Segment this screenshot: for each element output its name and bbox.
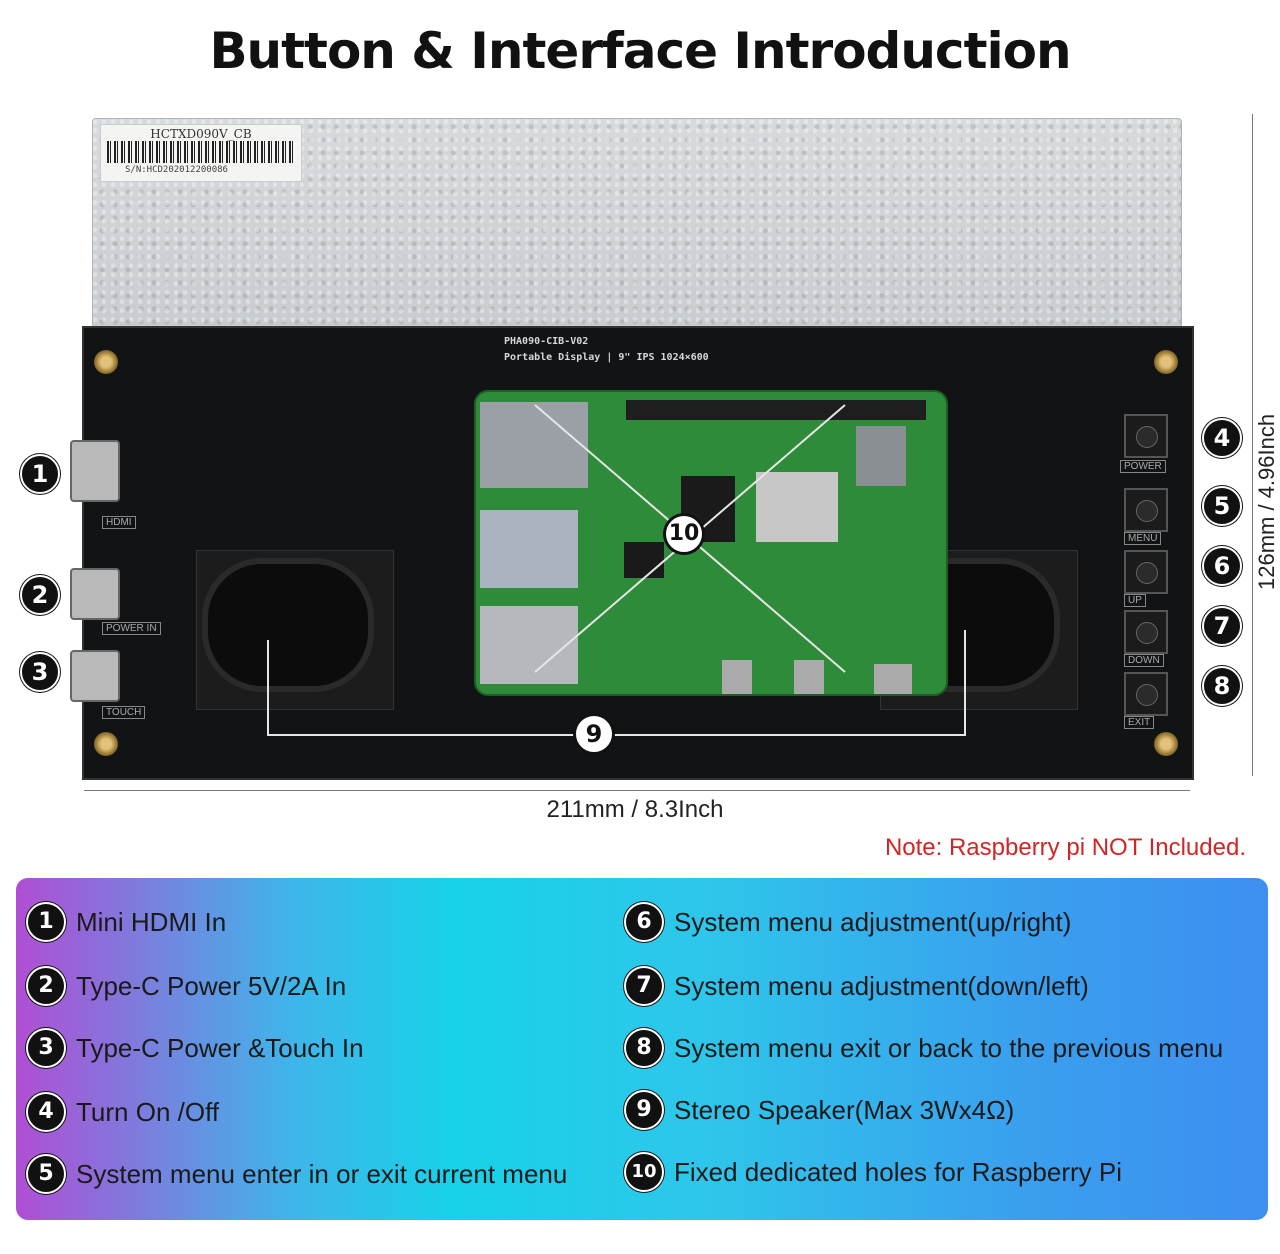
screw-icon [1154, 350, 1178, 374]
legend-number: 4 [26, 1092, 66, 1132]
legend-item-7: 7 System menu adjustment(down/left) [624, 966, 1089, 1006]
raspberry-pi-board [474, 390, 948, 696]
legend-item-4: 4 Turn On /Off [26, 1092, 219, 1132]
marker-3: 3 [20, 652, 60, 692]
soc-chip [756, 472, 838, 542]
hdmi-label: HDMI [102, 516, 136, 529]
note-text: Note: Raspberry pi NOT Included. [884, 834, 1246, 861]
marker-4: 4 [1202, 418, 1242, 458]
usb-c-port [874, 664, 912, 694]
touch-label: TOUCH [102, 706, 146, 719]
controller-chip [624, 542, 664, 578]
legend-number: 6 [624, 902, 664, 942]
height-dimension-line [1252, 114, 1253, 776]
marker-9: 9 [574, 714, 614, 754]
power-button [1124, 414, 1168, 458]
legend-panel: 1 Mini HDMI In 2 Type-C Power 5V/2A In 3… [16, 878, 1268, 1220]
legend-text: Fixed dedicated holes for Raspberry Pi [674, 1156, 1123, 1187]
power-in-label: POWER IN [102, 622, 161, 635]
legend-text: Turn On /Off [76, 1096, 220, 1127]
legend-text: Mini HDMI In [76, 906, 227, 937]
legend-item-10: 10 Fixed dedicated holes for Raspberry P… [624, 1152, 1122, 1192]
legend-text: Stereo Speaker(Max 3Wx4Ω) [674, 1094, 1015, 1125]
exit-button [1124, 672, 1168, 716]
height-dimension: 126mm / 4.96Inch [1254, 413, 1279, 590]
micro-hdmi-port [794, 660, 824, 694]
driver-board: PHA090-CIB-V02 Portable Display | 9" IPS… [70, 326, 1194, 780]
power-label: POWER [1120, 460, 1166, 473]
board-model-text: PHA090-CIB-V02 [504, 336, 589, 347]
barcode-icon [107, 141, 295, 163]
usb3-port [480, 510, 578, 588]
legend-number: 8 [624, 1028, 664, 1068]
legend-text: System menu adjustment(down/left) [674, 970, 1089, 1001]
down-label: DOWN [1124, 654, 1164, 667]
legend-number: 9 [624, 1090, 664, 1130]
legend-item-8: 8 System menu exit or back to the previo… [624, 1028, 1223, 1068]
page-title: Button & Interface Introduction [209, 22, 1071, 80]
marker-8: 8 [1202, 666, 1242, 706]
speaker-line [267, 630, 966, 736]
legend-item-6: 6 System menu adjustment(up/right) [624, 902, 1071, 942]
mini-hdmi-port [70, 440, 120, 502]
marker-6: 6 [1202, 546, 1242, 586]
legend-item-1: 1 Mini HDMI In [26, 902, 226, 942]
legend-text: Type-C Power 5V/2A In [76, 970, 347, 1001]
up-label: UP [1124, 594, 1146, 607]
sticker-model: HCTXD090V_CB [150, 127, 252, 141]
legend-item-5: 5 System menu enter in or exit current m… [26, 1154, 567, 1194]
down-button [1124, 610, 1168, 654]
type-c-power-port [70, 568, 120, 620]
width-dimension-line [84, 790, 1190, 791]
legend-text: System menu exit or back to the previous… [674, 1032, 1224, 1063]
legend-number: 3 [26, 1028, 66, 1068]
screw-icon [94, 732, 118, 756]
gpio-header [626, 400, 926, 420]
legend-number: 5 [26, 1154, 66, 1194]
legend-item-2: 2 Type-C Power 5V/2A In [26, 966, 346, 1006]
up-button [1124, 550, 1168, 594]
legend-number: 2 [26, 966, 66, 1006]
model-sticker: HCTXD090V_CB S/N:HCD202012200086 [100, 124, 302, 182]
width-dimension: 211mm / 8.3Inch [546, 796, 724, 823]
sticker-serial: S/N:HCD202012200086 [125, 165, 228, 175]
marker-1: 1 [20, 454, 60, 494]
legend-number: 7 [624, 966, 664, 1006]
legend-number: 1 [26, 902, 66, 942]
marker-5: 5 [1202, 486, 1242, 526]
type-c-touch-port [70, 650, 120, 702]
wifi-module [856, 426, 906, 486]
marker-2: 2 [20, 575, 60, 615]
screw-icon [94, 350, 118, 374]
usb2-port [480, 606, 578, 684]
board-spec-text: Portable Display | 9" IPS 1024×600 [504, 352, 709, 363]
screw-icon [1154, 732, 1178, 756]
legend-text: System menu adjustment(up/right) [674, 906, 1072, 937]
legend-item-9: 9 Stereo Speaker(Max 3Wx4Ω) [624, 1090, 1014, 1130]
legend-item-3: 3 Type-C Power &Touch In [26, 1028, 364, 1068]
legend-text: Type-C Power &Touch In [76, 1032, 364, 1063]
menu-label: MENU [1124, 532, 1162, 545]
micro-hdmi-port [722, 660, 752, 694]
exit-label: EXIT [1124, 716, 1155, 729]
legend-number: 10 [624, 1152, 664, 1192]
legend-text: System menu enter in or exit current men… [76, 1158, 568, 1189]
marker-10: 10 [664, 514, 704, 554]
left-speaker [202, 558, 374, 692]
ethernet-port [480, 402, 588, 488]
marker-7: 7 [1202, 606, 1242, 646]
menu-button [1124, 488, 1168, 532]
